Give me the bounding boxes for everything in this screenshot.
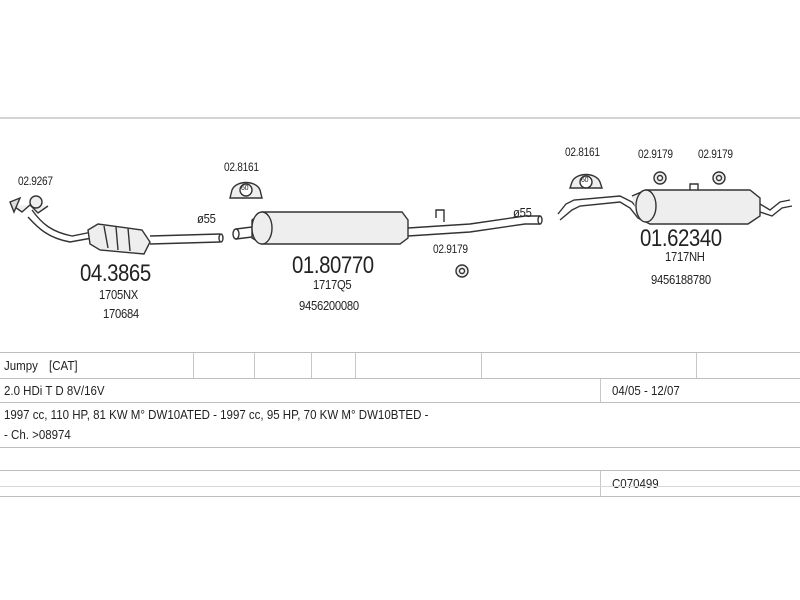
cell-chassis: - Ch. >08974 xyxy=(4,425,77,445)
rear-silencer-assembly xyxy=(557,183,793,225)
pipe-diameter-1: ø55 xyxy=(197,212,216,226)
vehicle-specs: 1997 cc, 110 HP, 81 KW M° DW10ATED - 199… xyxy=(4,408,429,422)
row-code: C070499 xyxy=(0,471,800,497)
bottom-divider xyxy=(0,486,800,487)
top-divider xyxy=(0,117,800,119)
pipe-diameter-2: ø55 xyxy=(513,206,532,220)
row-specs: 1997 cc, 110 HP, 81 KW M° DW10ATED - 199… xyxy=(0,403,800,448)
row-model: Jumpy [CAT] xyxy=(0,352,800,379)
part-ref-rear-silencer: 01.62340 xyxy=(640,225,722,252)
cell-code: C070499 xyxy=(612,471,663,496)
cell-period: 04/05 - 12/07 xyxy=(612,379,686,402)
part-oe-catalyst-1: 1705NX xyxy=(99,288,139,302)
divider xyxy=(254,353,255,378)
row-engine: 2.0 HDi T D 8V/16V 04/05 - 12/07 xyxy=(0,379,800,403)
part-ref-clamp: 02.9267 xyxy=(18,176,53,188)
clamp-size-label-left: 60 xyxy=(241,185,249,192)
vehicle-model: Jumpy xyxy=(4,358,38,373)
vehicle-engine: 2.0 HDi T D 8V/16V xyxy=(4,383,105,398)
part-ref-rubber-mount-right-2: 02.9179 xyxy=(698,149,733,161)
part-ref-rubber-mount-right-1: 02.9179 xyxy=(638,149,673,161)
clamp-02-8161-left xyxy=(229,181,263,199)
clamp-02-8161-right xyxy=(569,173,603,189)
exhaust-diagram: 60 60 02.9267 04.3865 1705NX 170684 02.8… xyxy=(0,120,800,355)
row-empty xyxy=(0,448,800,471)
part-oe-middle-1: 1717Q5 xyxy=(313,278,352,292)
cell-model: Jumpy [CAT] xyxy=(4,353,80,378)
rubber-mount-right-1 xyxy=(653,171,667,185)
part-oe-rear-2: 9456188780 xyxy=(651,273,711,287)
middle-silencer-assembly xyxy=(232,209,543,245)
part-ref-middle-silencer: 01.80770 xyxy=(292,252,374,279)
clamp-02-9267 xyxy=(29,195,43,209)
part-oe-catalyst-2: 170684 xyxy=(103,307,139,321)
divider xyxy=(355,353,356,378)
vehicle-info-table: Jumpy [CAT] 2.0 HDi T D 8V/16V 04/05 - 1… xyxy=(0,352,800,497)
clamp-size-label-right: 60 xyxy=(581,177,589,184)
catalog-code: C070499 xyxy=(612,476,659,491)
part-ref-clamp-left: 02.8161 xyxy=(224,162,259,174)
vehicle-chassis: - Ch. >08974 xyxy=(4,428,71,442)
part-oe-middle-2: 9456200080 xyxy=(299,299,359,313)
part-oe-rear-1: 1717NH xyxy=(665,250,705,264)
part-ref-catalyst: 04.3865 xyxy=(80,260,151,287)
divider xyxy=(193,353,194,378)
vehicle-variant: [CAT] xyxy=(48,358,78,373)
vehicle-period: 04/05 - 12/07 xyxy=(612,383,680,398)
divider xyxy=(600,379,601,402)
divider xyxy=(696,353,697,378)
cell-engine: 2.0 HDi T D 8V/16V xyxy=(4,379,113,402)
divider xyxy=(311,353,312,378)
part-ref-clamp-right: 02.8161 xyxy=(565,147,600,159)
rubber-mount-right-2 xyxy=(712,171,726,185)
divider xyxy=(481,353,482,378)
catalytic-converter-assembly xyxy=(9,196,224,255)
part-ref-rubber-mount-middle: 02.9179 xyxy=(433,244,468,256)
exhaust-schematic xyxy=(9,171,793,278)
rubber-mount-middle xyxy=(455,264,469,278)
cell-specs: 1997 cc, 110 HP, 81 KW M° DW10ATED - 199… xyxy=(4,405,465,425)
divider xyxy=(600,471,601,496)
